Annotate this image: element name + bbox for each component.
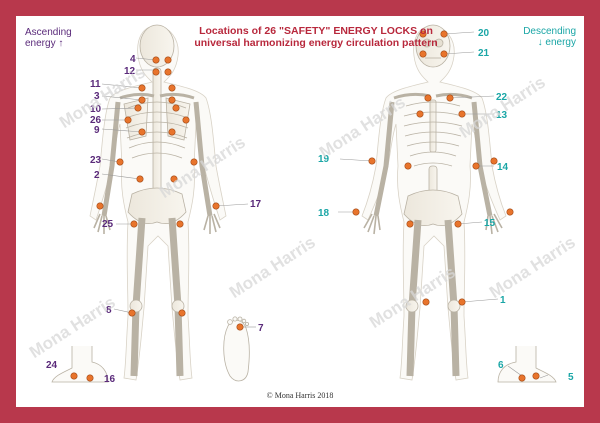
arrow-up-icon: ↑ xyxy=(58,38,64,49)
skeleton-diagram: 4 12 11 3 10 26 9 23 2 25 17 8 7 24 16 2… xyxy=(46,24,574,385)
diagram-title: Locations of 26 "SAFETY" ENERGY LOCKS on… xyxy=(166,25,466,49)
arrow-down-icon: ↓ xyxy=(537,37,543,48)
lock-label: 18 xyxy=(318,208,330,219)
lock-label: 21 xyxy=(478,48,490,59)
labels-ascending: 4 12 11 3 10 26 9 23 2 25 17 8 7 24 16 xyxy=(46,54,264,385)
lock-label: 15 xyxy=(484,218,496,229)
title-line-1: Locations of 26 "SAFETY" ENERGY LOCKS on xyxy=(199,25,433,37)
skeleton-back-view xyxy=(89,24,227,381)
dots xyxy=(70,30,540,382)
skeleton-front-view xyxy=(361,24,507,381)
lock-label: 12 xyxy=(124,66,136,77)
title-line-2: universal harmonizing energy circulation… xyxy=(194,37,438,49)
lock-label: 8 xyxy=(106,305,112,316)
lock-label: 19 xyxy=(318,154,330,165)
descending-line-1: Descending xyxy=(523,26,576,37)
labels-descending: 20 21 22 13 19 14 18 15 1 6 5 xyxy=(318,28,574,383)
lock-label: 14 xyxy=(497,162,509,173)
ascending-energy-label: Ascending energy ↑ xyxy=(25,27,72,49)
lock-label: 16 xyxy=(104,374,116,385)
lock-label: 22 xyxy=(496,92,508,103)
copyright-text: © Mona Harris 2018 xyxy=(266,391,334,400)
lock-label: 3 xyxy=(94,91,100,102)
lock-label: 1 xyxy=(500,295,506,306)
foot-sole-illustration xyxy=(223,316,250,382)
lock-label: 13 xyxy=(496,110,508,121)
lock-label: 10 xyxy=(90,104,102,115)
diagram-panel: 4 12 11 3 10 26 9 23 2 25 17 8 7 24 16 2… xyxy=(16,16,584,407)
side-foot-left-illustration xyxy=(51,346,109,383)
lock-label: 23 xyxy=(90,155,102,166)
lock-label: 4 xyxy=(130,54,136,65)
lock-label: 25 xyxy=(102,219,114,230)
lock-label: 7 xyxy=(258,323,264,334)
descending-line-2: energy xyxy=(545,37,576,48)
lock-label: 17 xyxy=(250,199,262,210)
lock-label: 2 xyxy=(94,170,100,181)
lock-label: 26 xyxy=(90,115,102,126)
lock-label: 6 xyxy=(498,360,504,371)
lock-label: 5 xyxy=(568,372,574,383)
side-foot-right-illustration xyxy=(497,346,557,383)
ascending-line-1: Ascending xyxy=(25,27,72,38)
lock-label: 9 xyxy=(94,125,100,136)
descending-energy-label: Descending ↓ energy xyxy=(523,26,576,48)
ascending-line-2: energy xyxy=(25,38,56,49)
lock-label: 24 xyxy=(46,360,58,371)
lock-label: 11 xyxy=(90,79,101,90)
lock-label: 20 xyxy=(478,28,490,39)
